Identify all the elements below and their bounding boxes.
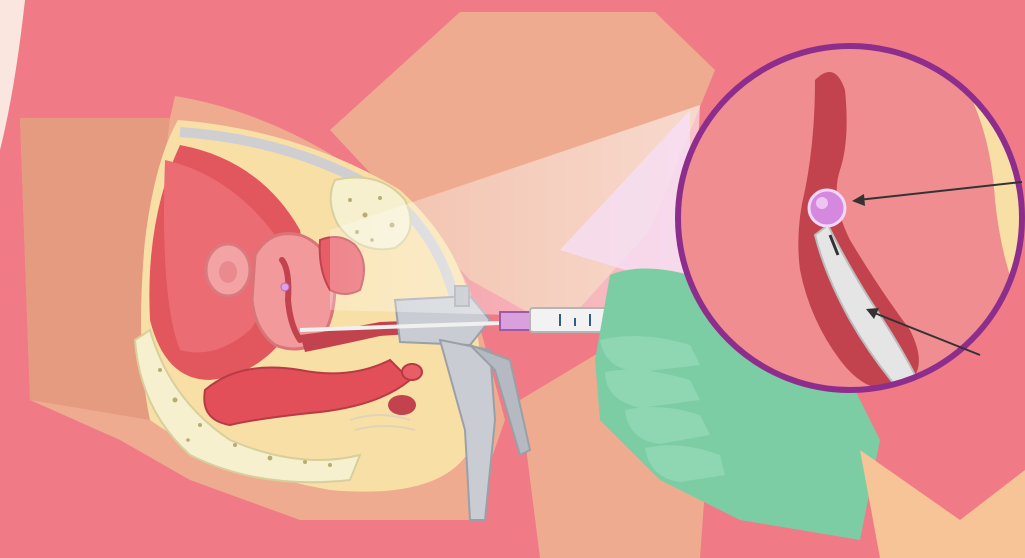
embryo-small bbox=[281, 283, 289, 291]
anus bbox=[402, 364, 422, 380]
zoom-magnifier-icon bbox=[678, 46, 1025, 390]
anal-sphincter bbox=[388, 395, 416, 415]
ovary-inner bbox=[219, 261, 237, 283]
embryo-icon bbox=[809, 190, 845, 226]
